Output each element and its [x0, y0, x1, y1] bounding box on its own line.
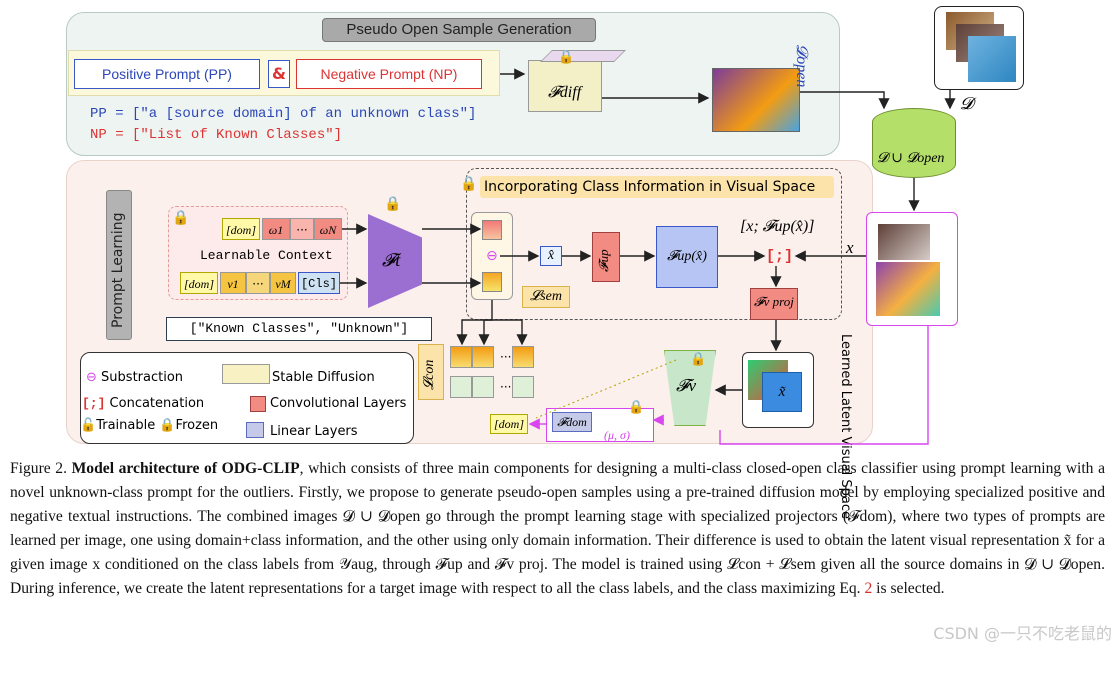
lock-icon-ft: 🔒	[384, 196, 402, 212]
token-row-1: [dom] ω1 ··· ωN	[222, 218, 342, 240]
figure-caption: Figure 2. Model architecture of ODG-CLIP…	[10, 457, 1105, 601]
concat-expression: [x; 𝓕up(x̂)]	[740, 218, 815, 235]
caption-eq-ref[interactable]: 2	[864, 580, 873, 597]
arrow-input-to-fdom	[719, 326, 929, 445]
class-list-box: ["Known Classes", "Unknown"]	[166, 317, 432, 341]
caption-label: Figure 2.	[10, 460, 67, 477]
legend-linear-layers: Linear Layers	[270, 424, 358, 439]
conv-swatch	[250, 396, 266, 412]
f-v-encoder	[664, 350, 716, 426]
legend-frozen-label: Frozen	[175, 418, 219, 433]
subtraction-icon: ⊖	[86, 370, 97, 385]
lock-icon: 🔒	[558, 50, 575, 65]
connector-arrows	[340, 68, 956, 445]
orange-feature-2	[472, 346, 494, 368]
caption-title: Model architecture of ODG-CLIP	[71, 460, 300, 477]
token-row-2: [dom] ν1 ··· νM [Cls]	[180, 272, 340, 294]
x-input-label: x	[846, 238, 854, 257]
legend-stable-diffusion: Stable Diffusion	[272, 370, 375, 385]
x-hat-box: x̂	[540, 246, 562, 266]
legend-concatenation-label: Concatenation	[109, 396, 205, 411]
class-info-title: Incorporating Class Information in Visua…	[480, 176, 834, 198]
domain-feature	[482, 272, 502, 292]
green-feature-3	[512, 376, 534, 398]
input-image-horse	[878, 224, 930, 260]
concat-token: [;]	[766, 248, 794, 265]
lock-icon-class-info: 🔒	[460, 176, 478, 192]
l-con-box	[418, 344, 444, 400]
dom-token-2: [dom]	[180, 272, 218, 294]
source-image-3	[968, 36, 1016, 82]
orange-feature-3	[512, 346, 534, 368]
f-v-proj-conv	[750, 288, 798, 320]
arrow-feat-to-lcon-3	[492, 319, 528, 346]
lock-icon-fdom: 🔒	[628, 400, 645, 415]
green-feature-2	[472, 376, 494, 398]
l-sem-box: 𝓛sem	[522, 286, 570, 308]
cls-token: [Cls]	[298, 272, 340, 294]
legend-concatenation: [;] Concatenation	[82, 396, 204, 411]
watermark: CSDN @一只不吃老鼠的	[933, 624, 1112, 643]
context-token-v1: ν1	[220, 272, 246, 294]
learnable-context-label: Learnable Context	[200, 248, 333, 263]
green-feature-1	[450, 376, 472, 398]
prompt-learning-label	[106, 190, 132, 340]
pp-definition: PP = ["a [source domain] of an unknown c…	[90, 106, 477, 122]
positive-prompt-box: Positive Prompt (PP)	[74, 59, 260, 89]
negative-prompt-box: Negative Prompt (NP)	[296, 59, 482, 89]
concat-icon: [;]	[82, 396, 106, 411]
amp-box: &	[268, 60, 290, 88]
f-v-label: 𝓕v	[676, 376, 697, 395]
np-definition: NP = ["List of Known Classes"]	[90, 127, 343, 143]
orange-feature-1	[450, 346, 472, 368]
subtraction-icon: ⊖	[486, 248, 498, 264]
context-token-wn: ωN	[314, 218, 342, 240]
legend-subtraction: ⊖ Substraction	[86, 370, 183, 385]
mu-sigma-label: (μ, σ)	[604, 428, 630, 442]
dotted-fv-link	[535, 359, 677, 419]
legend-trainable-label: Trainable	[96, 418, 156, 433]
input-image-open	[876, 262, 940, 316]
latent-block-front: x̃	[762, 372, 802, 412]
context-token-vm: νM	[270, 272, 296, 294]
f-v-proj-label: 𝓕v proj	[754, 294, 794, 309]
feature-dots-1: ···	[500, 350, 512, 364]
lock-icon-prompts: 🔒	[172, 210, 190, 226]
union-label: 𝓓 ∪ 𝓓open	[877, 151, 945, 166]
union-database	[872, 108, 956, 178]
stable-diffusion-swatch	[222, 364, 270, 384]
f-dom-layer: 𝓕dom	[552, 412, 592, 432]
linear-swatch	[246, 422, 264, 438]
caption-body: , which consists of three main component…	[10, 460, 1105, 597]
feature-dots-2: ···	[500, 380, 512, 394]
f-diff-label: 𝓕diff	[548, 84, 582, 101]
arrow-image-to-db	[800, 91, 890, 110]
context-token-dots: ···	[290, 218, 314, 240]
d-label: 𝓓	[960, 94, 974, 113]
f-diff-cube	[528, 60, 602, 112]
unlocked-icon: 🔓	[80, 418, 97, 433]
context-token-w1: ω1	[262, 218, 290, 240]
lock-icon-fv: 🔒	[690, 352, 707, 367]
legend-trainable-frozen: 🔓Trainable 🔒Frozen	[80, 418, 218, 433]
caption-end: is selected.	[876, 580, 945, 597]
legend-conv-layers: Convolutional Layers	[270, 396, 407, 411]
f-up-output: 𝓕up(x̂)	[656, 226, 718, 288]
legend-subtraction-label: Substraction	[101, 370, 184, 385]
pseudo-open-title: Pseudo Open Sample Generation	[322, 18, 596, 42]
arrow-feat-to-lcon	[456, 300, 493, 346]
open-sample-image	[712, 68, 800, 132]
f-t-label: 𝓕t	[382, 250, 401, 270]
lock-icon: 🔒	[159, 418, 176, 433]
dom-token: [dom]	[222, 218, 260, 240]
class-feature	[482, 220, 502, 240]
context-token-dots-2: ···	[246, 272, 270, 294]
dom-output-token: [dom]	[490, 414, 528, 434]
class-info-frame	[466, 168, 842, 320]
arrow-feat-to-lcon-2	[478, 319, 492, 346]
f-up-conv	[592, 232, 620, 282]
